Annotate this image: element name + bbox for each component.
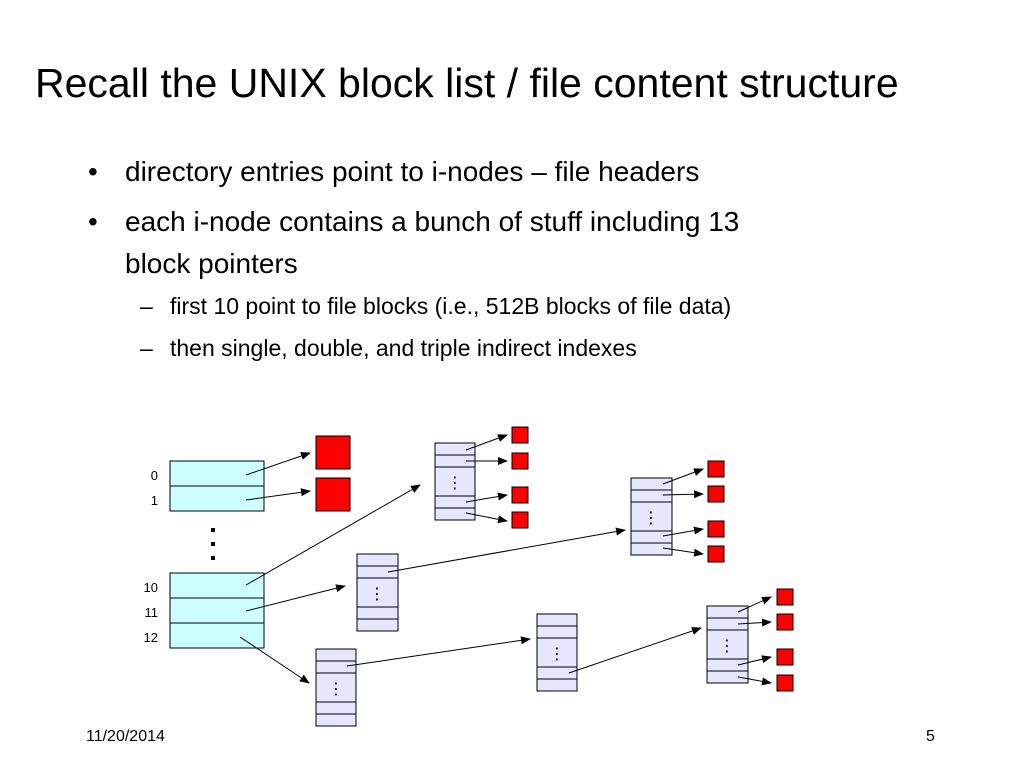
slide-page-number: 5 (926, 728, 935, 745)
ellipsis: ⋮ (369, 584, 385, 603)
inode-ellipsis (211, 528, 215, 560)
slide-title: Recall the UNIX block list / file conten… (35, 60, 899, 106)
pointer-arrows (239, 434, 772, 686)
index-block-double-leaf: ⋮ (630, 477, 673, 556)
bullet-text: each i-node contains a bunch of stuff in… (125, 206, 740, 237)
bullet-text: block pointers (125, 248, 298, 279)
bullet-dot: • (88, 206, 98, 237)
ellipsis: ⋮ (643, 508, 659, 527)
data-block (315, 435, 351, 470)
data-blocks-triple (776, 588, 794, 692)
data-blocks-single (511, 426, 529, 529)
inode-label-12: 12 (144, 630, 158, 645)
bullet-text: directory entries point to i-nodes – fil… (125, 156, 700, 187)
ellipsis: ⋮ (447, 473, 463, 492)
inode-label-0: 0 (151, 468, 158, 483)
index-block-triple-mid: ⋮ (536, 613, 578, 692)
index-block-single: ⋮ (434, 442, 476, 521)
bullet-dot: • (88, 156, 98, 187)
inode-label-1: 1 (151, 493, 158, 508)
data-blocks-double (707, 460, 725, 563)
sub-bullet-dash: – (140, 293, 153, 319)
index-block-double-top: ⋮ (356, 553, 399, 632)
ellipsis: ⋮ (549, 644, 565, 663)
sub-bullet-text: first 10 point to file blocks (i.e., 512… (170, 293, 732, 319)
index-block-triple-leaf: ⋮ (706, 605, 749, 684)
inode-label-10: 10 (144, 580, 158, 595)
inode-slot-10 (169, 572, 265, 599)
inode-slot-12 (169, 622, 265, 649)
inode-table: 0 1 10 11 12 (144, 460, 265, 649)
sub-bullet-dash: – (140, 335, 153, 361)
ellipsis: ⋮ (719, 636, 735, 655)
index-block-triple-top: ⋮ (315, 648, 357, 727)
slide-date: 11/20/2014 (86, 728, 165, 745)
data-block (315, 477, 351, 512)
ellipsis: ⋮ (328, 679, 344, 698)
inode-slot-1 (169, 485, 265, 512)
sub-bullet-text: then single, double, and triple indirect… (170, 335, 637, 361)
inode-label-11: 11 (145, 605, 159, 620)
